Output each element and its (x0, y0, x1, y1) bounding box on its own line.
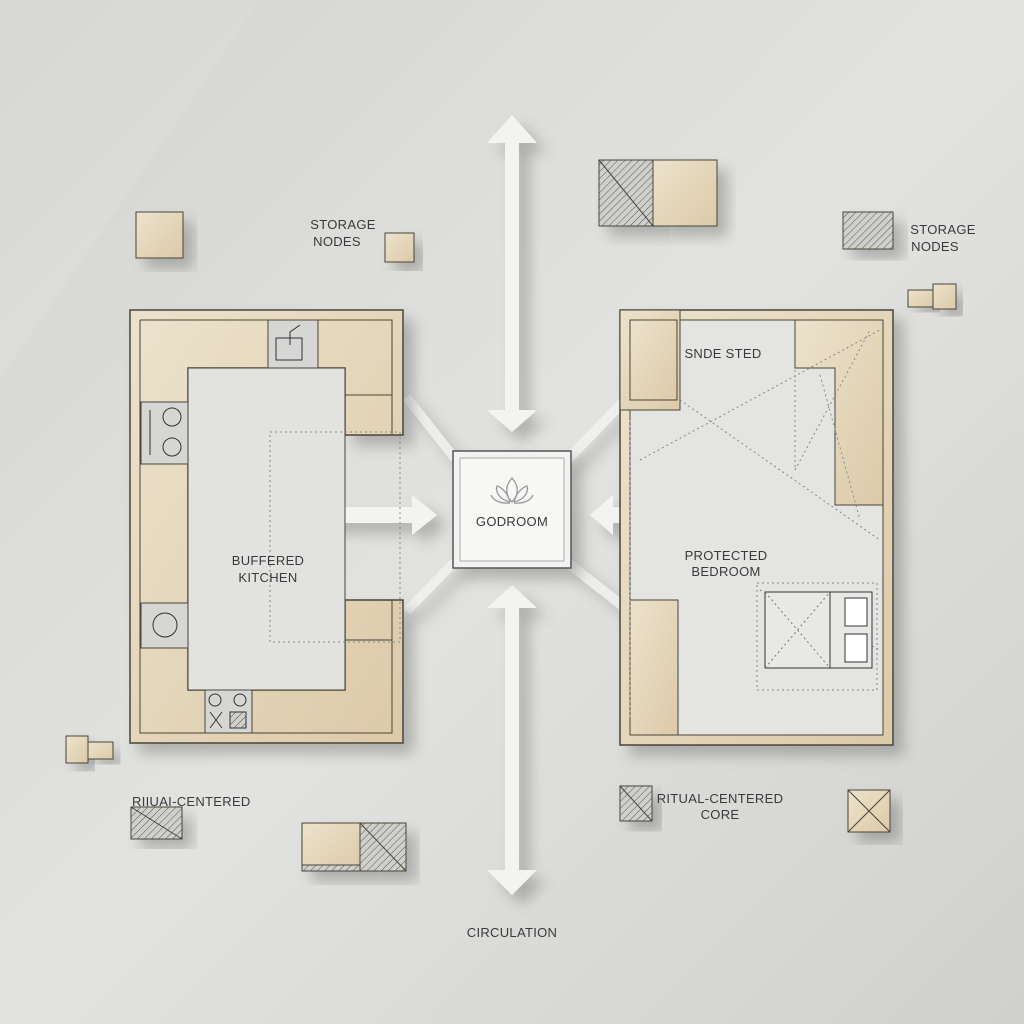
light-wash (0, 0, 260, 380)
diagonal-bottom-left (403, 559, 458, 614)
diagonal-top-right (565, 398, 627, 462)
sink-icon (267, 319, 319, 369)
arrow-down (487, 585, 537, 895)
godroom-label: GODROOM (476, 514, 548, 529)
bedroom-label: PROTECTED (685, 548, 768, 563)
kitchen-label-2: KITCHEN (238, 570, 297, 585)
bed-icon (764, 591, 873, 669)
stove-icon (140, 401, 189, 465)
cooktop-icon (204, 689, 253, 734)
ritual-centered-right-label: RITUAL-CENTERED (657, 791, 784, 806)
storage-nodes-right-label: STORAGE (910, 222, 975, 237)
bedroom-label-2: BEDROOM (691, 564, 760, 579)
ritual-centered-left-label: RIIUAI-CENTERED (132, 794, 251, 809)
arrow-up (487, 115, 537, 432)
side-sted-label: SNDE STED (684, 346, 761, 361)
protected-bedroom: SNDE STED PROTECTED BEDROOM (619, 309, 894, 746)
diagonal-top-left (403, 394, 458, 461)
lotus-icon (490, 477, 534, 504)
arrow-right (265, 495, 437, 535)
kitchen-label: BUFFERED (232, 553, 304, 568)
ritual-centered-right-label-2: CORE (701, 807, 740, 822)
buffered-kitchen: BUFFERED KITCHEN (129, 309, 404, 744)
godroom: GODROOM (452, 450, 572, 569)
storage-nodes-left-label: STORAGE (310, 217, 375, 232)
storage-nodes-left-label-2: NODES (313, 234, 361, 249)
circulation-label: CIRCULATION (467, 925, 557, 940)
diagonal-bottom-right (565, 560, 627, 610)
storage-blocks (65, 159, 957, 872)
appliance-icon (140, 602, 189, 649)
storage-nodes-right-label-2: NODES (911, 239, 959, 254)
